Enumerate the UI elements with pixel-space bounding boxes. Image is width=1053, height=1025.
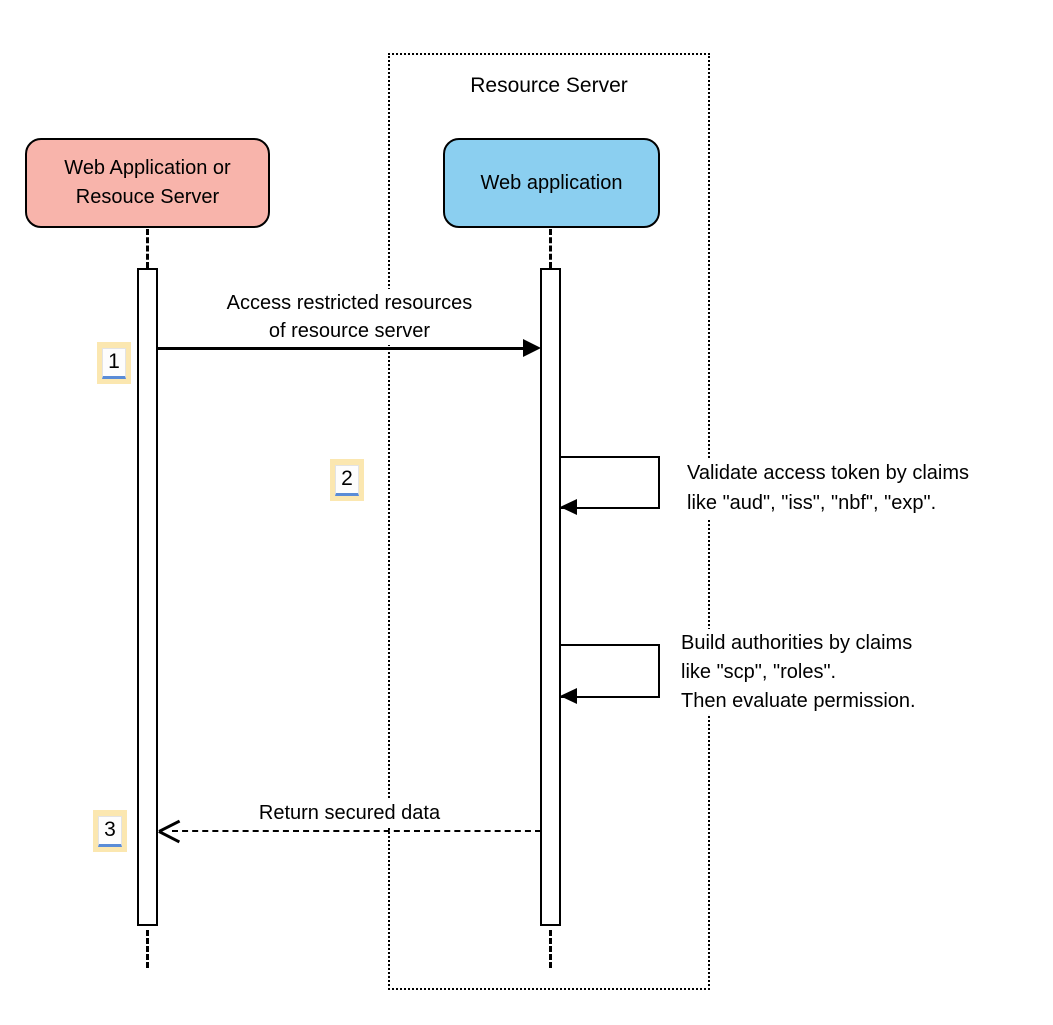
step-number-2: 2 — [335, 464, 359, 496]
activation-bar-right — [540, 268, 561, 926]
self-message-2-loop — [561, 644, 660, 698]
step-number-3: 3 — [98, 815, 122, 847]
lifeline-left-bottom-dash — [146, 930, 149, 968]
message-1-line — [158, 347, 526, 350]
actor-web-application-or-resource-server: Web Application or Resouce Server — [25, 138, 270, 228]
step-badge-1: 1 — [97, 342, 131, 384]
self-message-1-arrowhead-icon — [560, 499, 577, 515]
actor-web-application: Web application — [443, 138, 660, 228]
step-number-1: 1 — [102, 347, 126, 379]
self-message-2-arrowhead-icon — [560, 688, 577, 704]
step-badge-2: 2 — [330, 459, 364, 501]
message-3-open-arrowhead-icon — [158, 830, 181, 843]
message-1-label: Access restricted resources of resource … — [158, 289, 541, 345]
resource-server-frame-title: Resource Server — [470, 74, 628, 97]
activation-bar-left — [137, 268, 158, 926]
lifeline-right-top-dash — [549, 229, 552, 268]
lifeline-left-top-dash — [146, 229, 149, 268]
resource-server-frame — [388, 53, 710, 990]
lifeline-right-bottom-dash — [549, 930, 552, 968]
self-message-2-label: Build authorities by claims like "scp", … — [678, 629, 919, 716]
step-badge-3: 3 — [93, 810, 127, 852]
self-message-1-loop — [561, 456, 660, 509]
self-message-1-label: Validate access token by claims like "au… — [684, 458, 972, 518]
message-3-label: Return secured data — [158, 799, 541, 827]
message-3-line — [172, 830, 541, 832]
message-1-arrowhead-icon — [523, 339, 541, 357]
